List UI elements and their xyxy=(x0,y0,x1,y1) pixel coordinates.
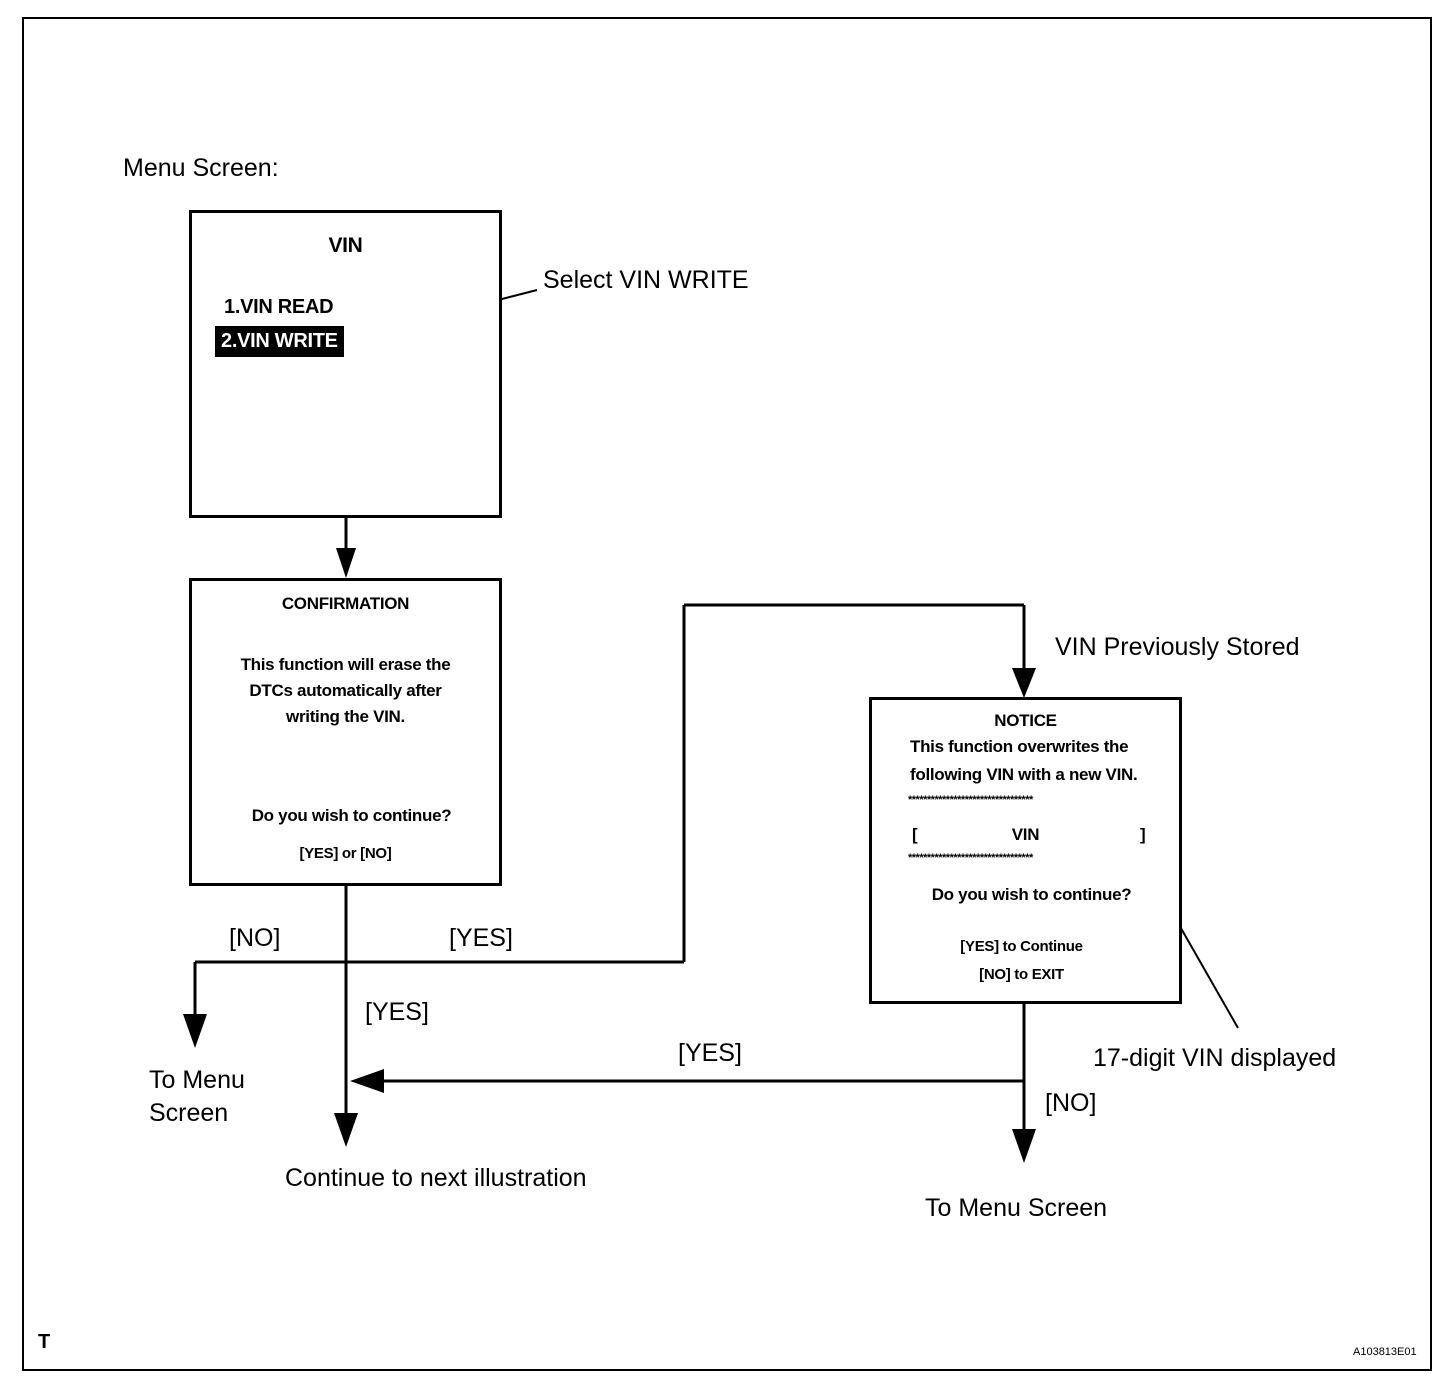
notice-line-1: This function overwrites the xyxy=(910,737,1129,756)
to-menu-left-line-2: Screen xyxy=(149,1099,229,1127)
notice-bracket-left: [ xyxy=(912,825,918,844)
confirmation-line-2: DTCs automatically after xyxy=(249,681,442,700)
label-no-notice: [NO] xyxy=(1045,1089,1097,1117)
label-yes-right: [YES] xyxy=(449,924,513,952)
confirmation-line-1: This function will erase the xyxy=(240,655,451,674)
notice-question: Do you wish to continue? xyxy=(931,885,1132,904)
callout-select-vin-write: Select VIN WRITE xyxy=(543,266,749,294)
notice-line-2: following VIN with a new VIN. xyxy=(910,765,1138,784)
to-menu-screen-right: To Menu Screen xyxy=(925,1194,1108,1222)
notice-option-no[interactable]: [NO] to EXIT xyxy=(979,966,1064,983)
arrowhead-to-confirmation xyxy=(336,548,356,578)
arrowhead-to-notice xyxy=(1012,668,1036,698)
arrowhead-yes-back xyxy=(350,1069,384,1093)
diagram-frame xyxy=(22,17,1432,1371)
notice-stars-top: ********************************* xyxy=(908,794,1033,806)
menu-item-vin-write[interactable]: 2.VIN WRITE xyxy=(215,326,344,357)
corner-mark: T xyxy=(38,1331,51,1353)
menu-screen-label: Menu Screen: xyxy=(123,154,279,182)
notice-bracket-right: ] xyxy=(1140,825,1146,844)
label-yes-bottom: [YES] xyxy=(678,1039,742,1067)
confirmation-line-3: writing the VIN. xyxy=(286,707,405,726)
notice-vin: VIN xyxy=(1011,825,1040,844)
notice-stars-bottom: ********************************* xyxy=(908,852,1033,864)
confirmation-options[interactable]: [YES] or [NO] xyxy=(299,845,392,862)
label-vin-previously-stored: VIN Previously Stored xyxy=(1055,633,1300,661)
callout-17-digit-vin: 17-digit VIN displayed xyxy=(1093,1044,1337,1072)
confirmation-title: CONFIRMATION xyxy=(281,594,410,613)
label-no-left: [NO] xyxy=(229,924,281,952)
arrowhead-menu-right xyxy=(1012,1129,1036,1163)
confirmation-question: Do you wish to continue? xyxy=(251,806,452,825)
notice-option-yes[interactable]: [YES] to Continue xyxy=(960,938,1083,955)
label-yes-down: [YES] xyxy=(365,998,429,1026)
vin-menu-box: VIN 1.VIN READ 2.VIN WRITE xyxy=(189,210,502,518)
continue-next-illustration: Continue to next illustration xyxy=(285,1164,587,1192)
vin-box-title: VIN xyxy=(328,234,363,257)
arrowhead-continue xyxy=(334,1113,358,1147)
notice-box: NOTICE This function overwrites the foll… xyxy=(869,697,1182,1004)
arrowhead-menu-left xyxy=(183,1014,207,1048)
figure-code: A103813E01 xyxy=(1353,1346,1417,1358)
menu-item-vin-read[interactable]: 1.VIN READ xyxy=(224,296,334,318)
confirmation-box: CONFIRMATION This function will erase th… xyxy=(189,578,502,886)
to-menu-left-line-1: To Menu xyxy=(149,1066,245,1094)
notice-title: NOTICE xyxy=(994,711,1057,730)
